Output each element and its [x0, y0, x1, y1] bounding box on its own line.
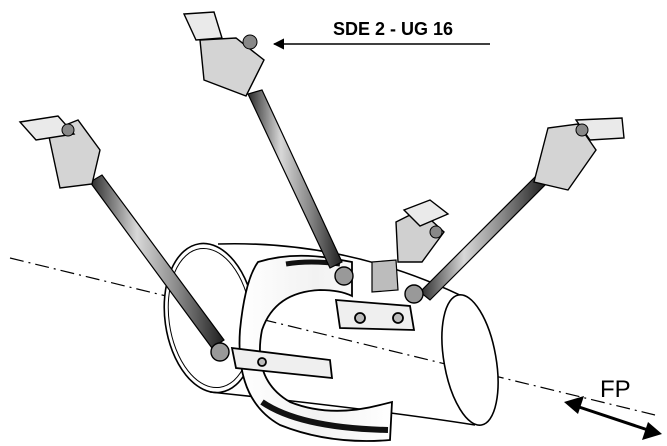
hanger-rod-right	[404, 117, 625, 304]
hanger-rod-left	[18, 115, 230, 362]
hanger-rod-rear	[371, 199, 450, 293]
callout-label: SDE 2 - UG 16	[333, 19, 454, 39]
pipe-clamp	[230, 254, 416, 442]
flow-direction-arrow	[564, 396, 662, 440]
pipe-centerline	[9, 257, 656, 416]
hanger-rod-center	[182, 11, 354, 286]
direction-label: FP	[600, 376, 631, 403]
